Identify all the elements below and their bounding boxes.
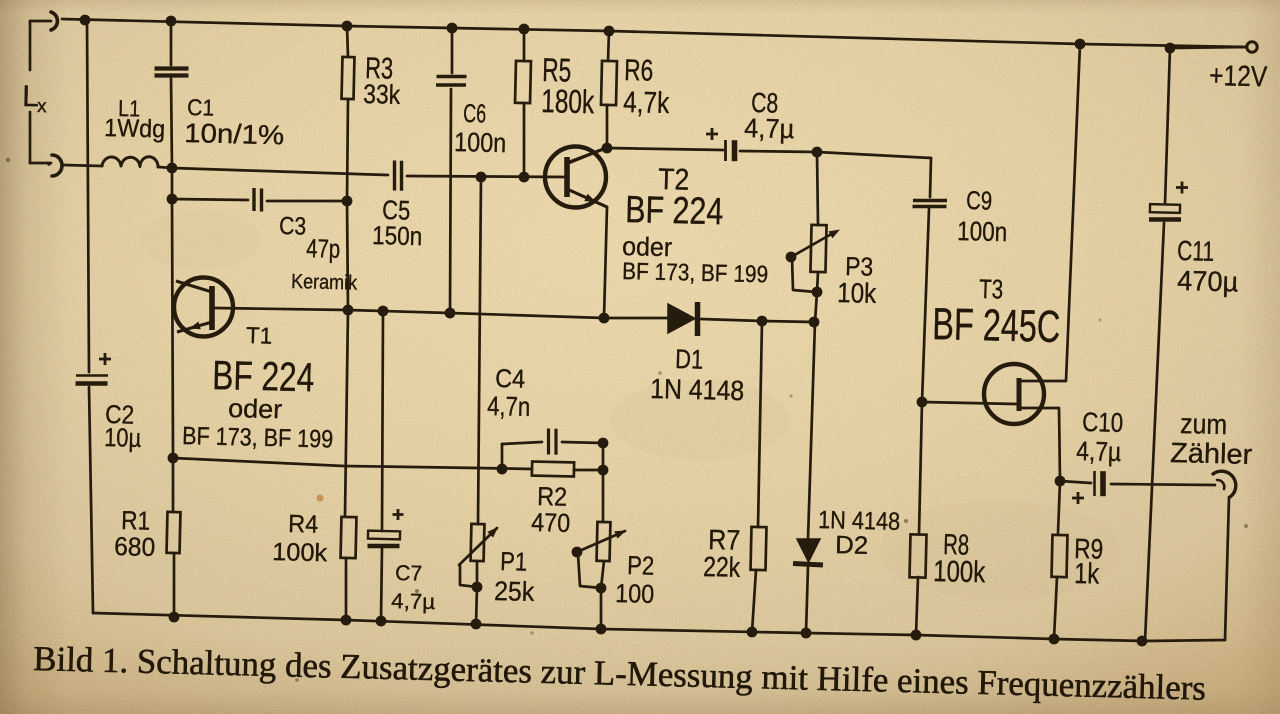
svg-text:C4: C4 (495, 363, 526, 394)
svg-text:C10: C10 (1082, 407, 1124, 438)
svg-text:180k: 180k (541, 82, 595, 120)
svg-text:25k: 25k (494, 576, 535, 607)
svg-text:C5: C5 (382, 195, 411, 226)
svg-text:33k: 33k (363, 79, 401, 110)
svg-text:R8: R8 (943, 529, 970, 562)
svg-text:10µ: 10µ (104, 422, 142, 453)
svg-text:4,7µ: 4,7µ (744, 113, 795, 144)
svg-text:C11: C11 (1177, 235, 1215, 267)
svg-text:T1: T1 (246, 322, 273, 349)
svg-text:BF 224: BF 224 (212, 352, 315, 400)
svg-text:oder: oder (622, 231, 673, 262)
svg-text:10n/1%: 10n/1% (184, 118, 285, 150)
svg-text:C7: C7 (395, 561, 423, 586)
svg-text:1N 4148: 1N 4148 (650, 373, 745, 406)
svg-text:R7: R7 (708, 524, 741, 556)
svg-text:1k: 1k (1074, 558, 1100, 591)
svg-text:100n: 100n (454, 127, 507, 158)
svg-text:680: 680 (114, 531, 156, 562)
svg-text:zum: zum (1180, 408, 1228, 440)
svg-text:470µ: 470µ (1177, 265, 1239, 297)
svg-text:+12V: +12V (1209, 60, 1268, 93)
svg-text:R6: R6 (624, 54, 654, 88)
svg-text:P2: P2 (627, 550, 655, 581)
svg-text:C8: C8 (751, 87, 779, 119)
svg-text:BF 224: BF 224 (625, 189, 724, 233)
svg-text:BF 173, BF 199: BF 173, BF 199 (622, 258, 769, 288)
svg-text:100k: 100k (933, 555, 987, 589)
svg-text:1N 4148: 1N 4148 (818, 506, 901, 536)
svg-text:100n: 100n (957, 216, 1008, 247)
svg-text:R3: R3 (365, 52, 394, 86)
svg-text:D1: D1 (675, 344, 704, 375)
svg-text:L: L (22, 80, 39, 113)
svg-text:100k: 100k (272, 538, 328, 567)
svg-text:4,7µ: 4,7µ (391, 589, 436, 614)
svg-text:R2: R2 (537, 481, 568, 512)
svg-text:R1: R1 (121, 505, 151, 536)
svg-text:T3: T3 (979, 274, 1004, 305)
svg-text:Keramik: Keramik (291, 270, 358, 295)
svg-text:C6: C6 (463, 98, 487, 129)
svg-text:R5: R5 (542, 51, 572, 89)
svg-text:oder: oder (228, 393, 283, 424)
svg-text:R4: R4 (288, 510, 319, 539)
svg-text:BF 173, BF 199: BF 173, BF 199 (182, 422, 334, 454)
svg-text:100: 100 (615, 578, 655, 609)
svg-text:10k: 10k (837, 277, 878, 309)
svg-text:R9: R9 (1074, 533, 1104, 565)
svg-text:C2: C2 (105, 399, 135, 430)
svg-text:4,7µ: 4,7µ (1076, 436, 1122, 467)
svg-text:470: 470 (531, 507, 571, 538)
svg-text:D2: D2 (835, 531, 869, 560)
svg-text:BF 245C: BF 245C (932, 298, 1061, 352)
svg-text:4,7k: 4,7k (623, 86, 671, 120)
svg-text:4,7n: 4,7n (487, 391, 531, 422)
svg-text:150n: 150n (372, 220, 423, 251)
svg-text:P1: P1 (500, 546, 528, 577)
svg-text:C9: C9 (966, 185, 993, 216)
svg-text:P3: P3 (845, 251, 874, 282)
svg-text:T2: T2 (658, 163, 690, 197)
svg-text:L1: L1 (118, 95, 141, 122)
svg-text:Zähler: Zähler (1170, 437, 1253, 470)
svg-text:C1: C1 (187, 94, 215, 121)
svg-text:1Wdg: 1Wdg (104, 114, 166, 143)
svg-text:C3: C3 (279, 212, 307, 241)
svg-text:x: x (37, 96, 47, 117)
svg-text:22k: 22k (703, 551, 742, 583)
svg-text:47p: 47p (306, 233, 341, 264)
